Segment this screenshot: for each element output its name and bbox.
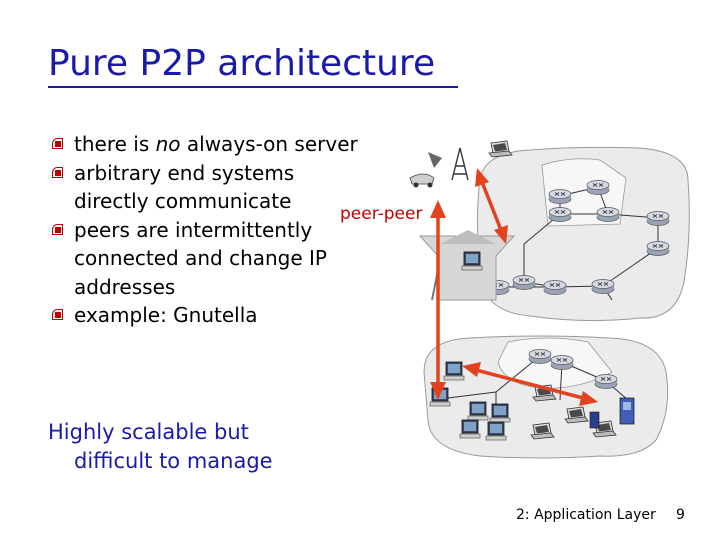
emphasis-no: no [155, 132, 181, 156]
bullet-item: peers are intermittently connected and c… [52, 216, 372, 302]
bullet-icon [52, 309, 63, 320]
network-cloud-right [476, 146, 690, 322]
bullet-icon [52, 166, 63, 178]
footer-page-number: 9 [676, 507, 685, 523]
home-network [418, 230, 516, 301]
slide-title: Pure P2P architecture [48, 43, 436, 84]
bullet-list: there is no always-on server arbitrary e… [52, 130, 372, 330]
footer-chapter: 2: Application Layer [516, 507, 656, 523]
network-cloud-bottom [423, 335, 669, 459]
bullet-icon [52, 138, 63, 149]
bullet-item: arbitrary end systems directly communica… [52, 159, 372, 216]
title-underline [48, 86, 458, 88]
wireless-access [409, 140, 513, 188]
peer-peer-arrows [430, 168, 598, 406]
bullet-item: there is no always-on server [52, 130, 372, 159]
bullet-icon [52, 223, 63, 235]
peer-peer-label: peer-peer [340, 204, 423, 224]
summary-line-2: difficult to manage [74, 449, 273, 473]
summary-text: Highly scalable but difficult to manage [48, 418, 273, 476]
bullet-item: example: Gnutella [52, 301, 372, 330]
summary-line-1: Highly scalable but [48, 420, 249, 444]
